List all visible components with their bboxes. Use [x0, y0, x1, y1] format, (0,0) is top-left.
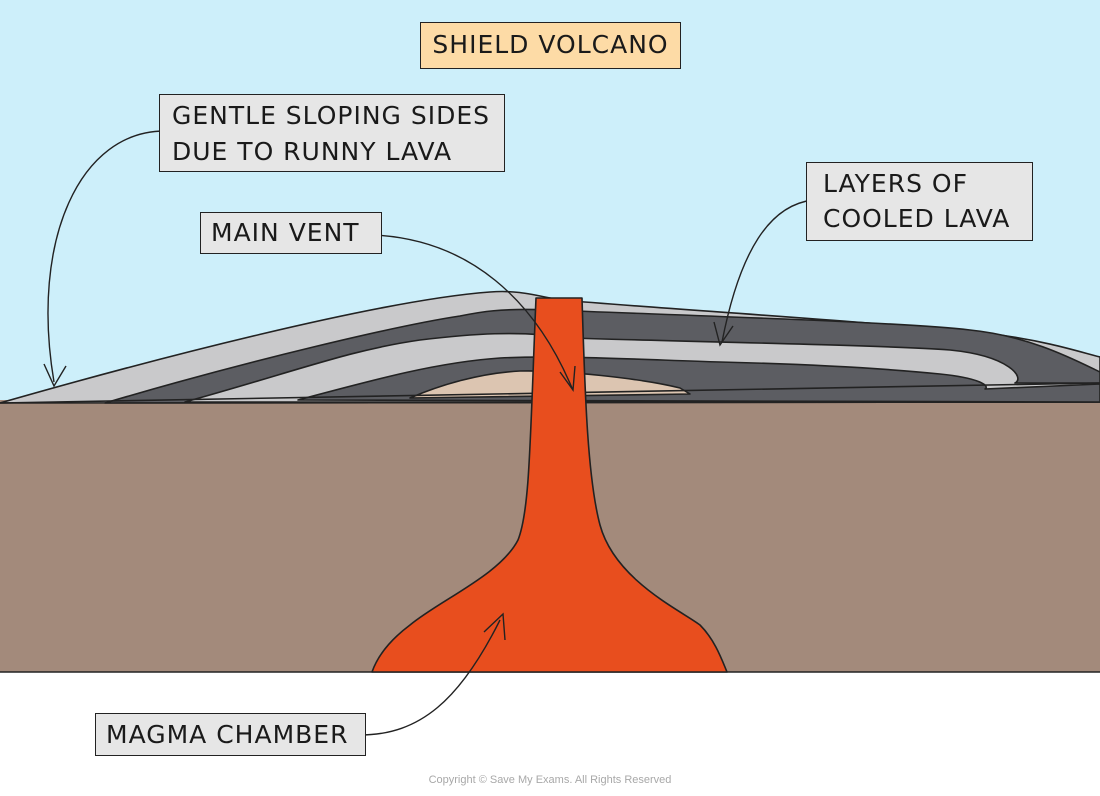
- cooled-layers-line-1: LAYERS OF: [823, 169, 968, 198]
- diagram-title: SHIELD VOLCANO: [420, 22, 681, 69]
- leader-lines: [43, 130, 814, 736]
- cooled-layers-line-2: COOLED LAVA: [823, 204, 1011, 233]
- cooled-layers-label: LAYERS OF COOLED LAVA: [806, 162, 1033, 241]
- main-vent-leader: [374, 234, 573, 389]
- gentle-slopes-line-1: GENTLE SLOPING SIDES: [172, 101, 491, 130]
- magma-vent-and-chamber: [371, 297, 728, 673]
- magma-chamber-text: MAGMA CHAMBER: [106, 720, 349, 749]
- magma-chamber-label: MAGMA CHAMBER: [95, 713, 366, 756]
- gentle-slopes-leader: [47, 130, 167, 383]
- gentle-slopes-line-2: DUE TO RUNNY LAVA: [172, 137, 453, 166]
- copyright-notice: Copyright © Save My Exams. All Rights Re…: [428, 774, 672, 786]
- gentle-slopes-label: GENTLE SLOPING SIDES DUE TO RUNNY LAVA: [159, 94, 505, 172]
- magma-chamber-leader: [359, 619, 501, 736]
- main-vent-label: MAIN VENT: [200, 212, 382, 254]
- main-vent-text: MAIN VENT: [211, 218, 360, 247]
- cooled-layers-leader: [721, 199, 814, 343]
